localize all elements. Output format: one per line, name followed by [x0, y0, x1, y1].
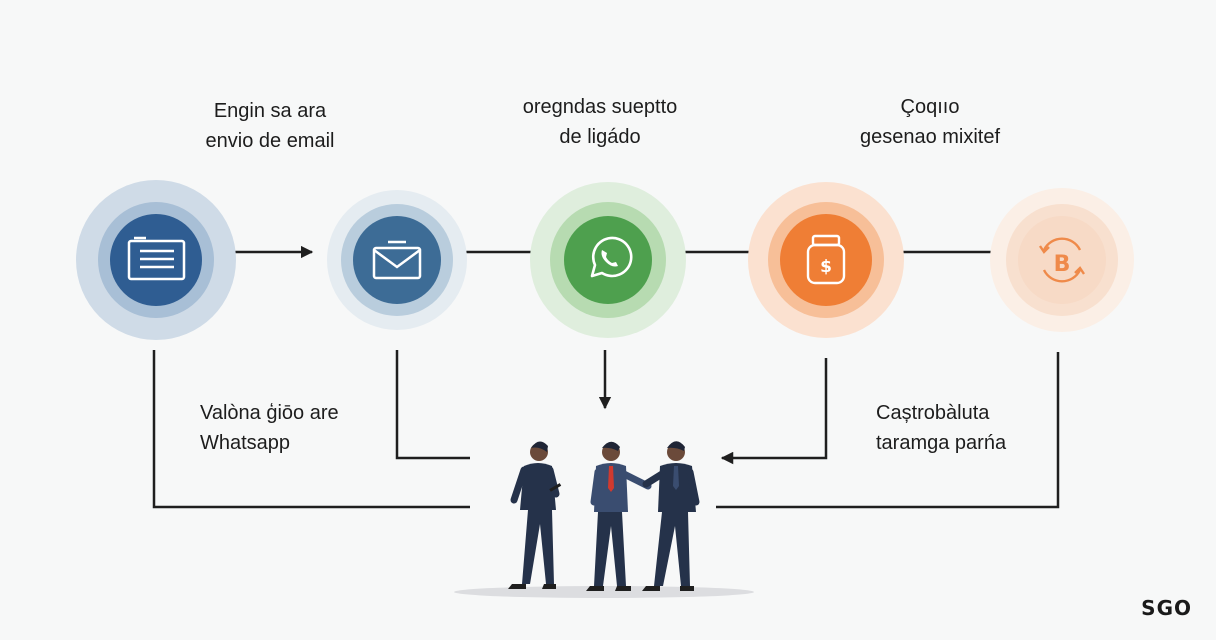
- route-crypto-to-team: [716, 352, 1060, 509]
- step-whatsapp: [530, 182, 686, 338]
- arrow-payment-to-team: [720, 358, 828, 465]
- step-crypto: B: [990, 188, 1134, 332]
- svg-text:B: B: [1054, 252, 1071, 277]
- business-team-illustration: [454, 441, 754, 598]
- step-email: [327, 190, 467, 330]
- email-icon: [372, 240, 422, 280]
- person-right: [642, 441, 700, 591]
- brand-logo: SGO: [1141, 596, 1192, 620]
- svg-text:$: $: [820, 257, 832, 277]
- step-payment: $: [748, 182, 904, 338]
- bitcoin-icon: B: [1039, 237, 1085, 283]
- connectors: [152, 245, 1060, 509]
- route-email-to-team: [395, 350, 470, 460]
- whatsapp-icon: [590, 236, 633, 278]
- person-center: [586, 441, 652, 591]
- step-form: [76, 180, 236, 340]
- person-left: [508, 441, 562, 589]
- ground-shadow: [454, 586, 754, 598]
- money-bag-icon: $: [806, 234, 846, 285]
- route-form-to-team: [152, 350, 470, 509]
- form-icon: [127, 236, 186, 281]
